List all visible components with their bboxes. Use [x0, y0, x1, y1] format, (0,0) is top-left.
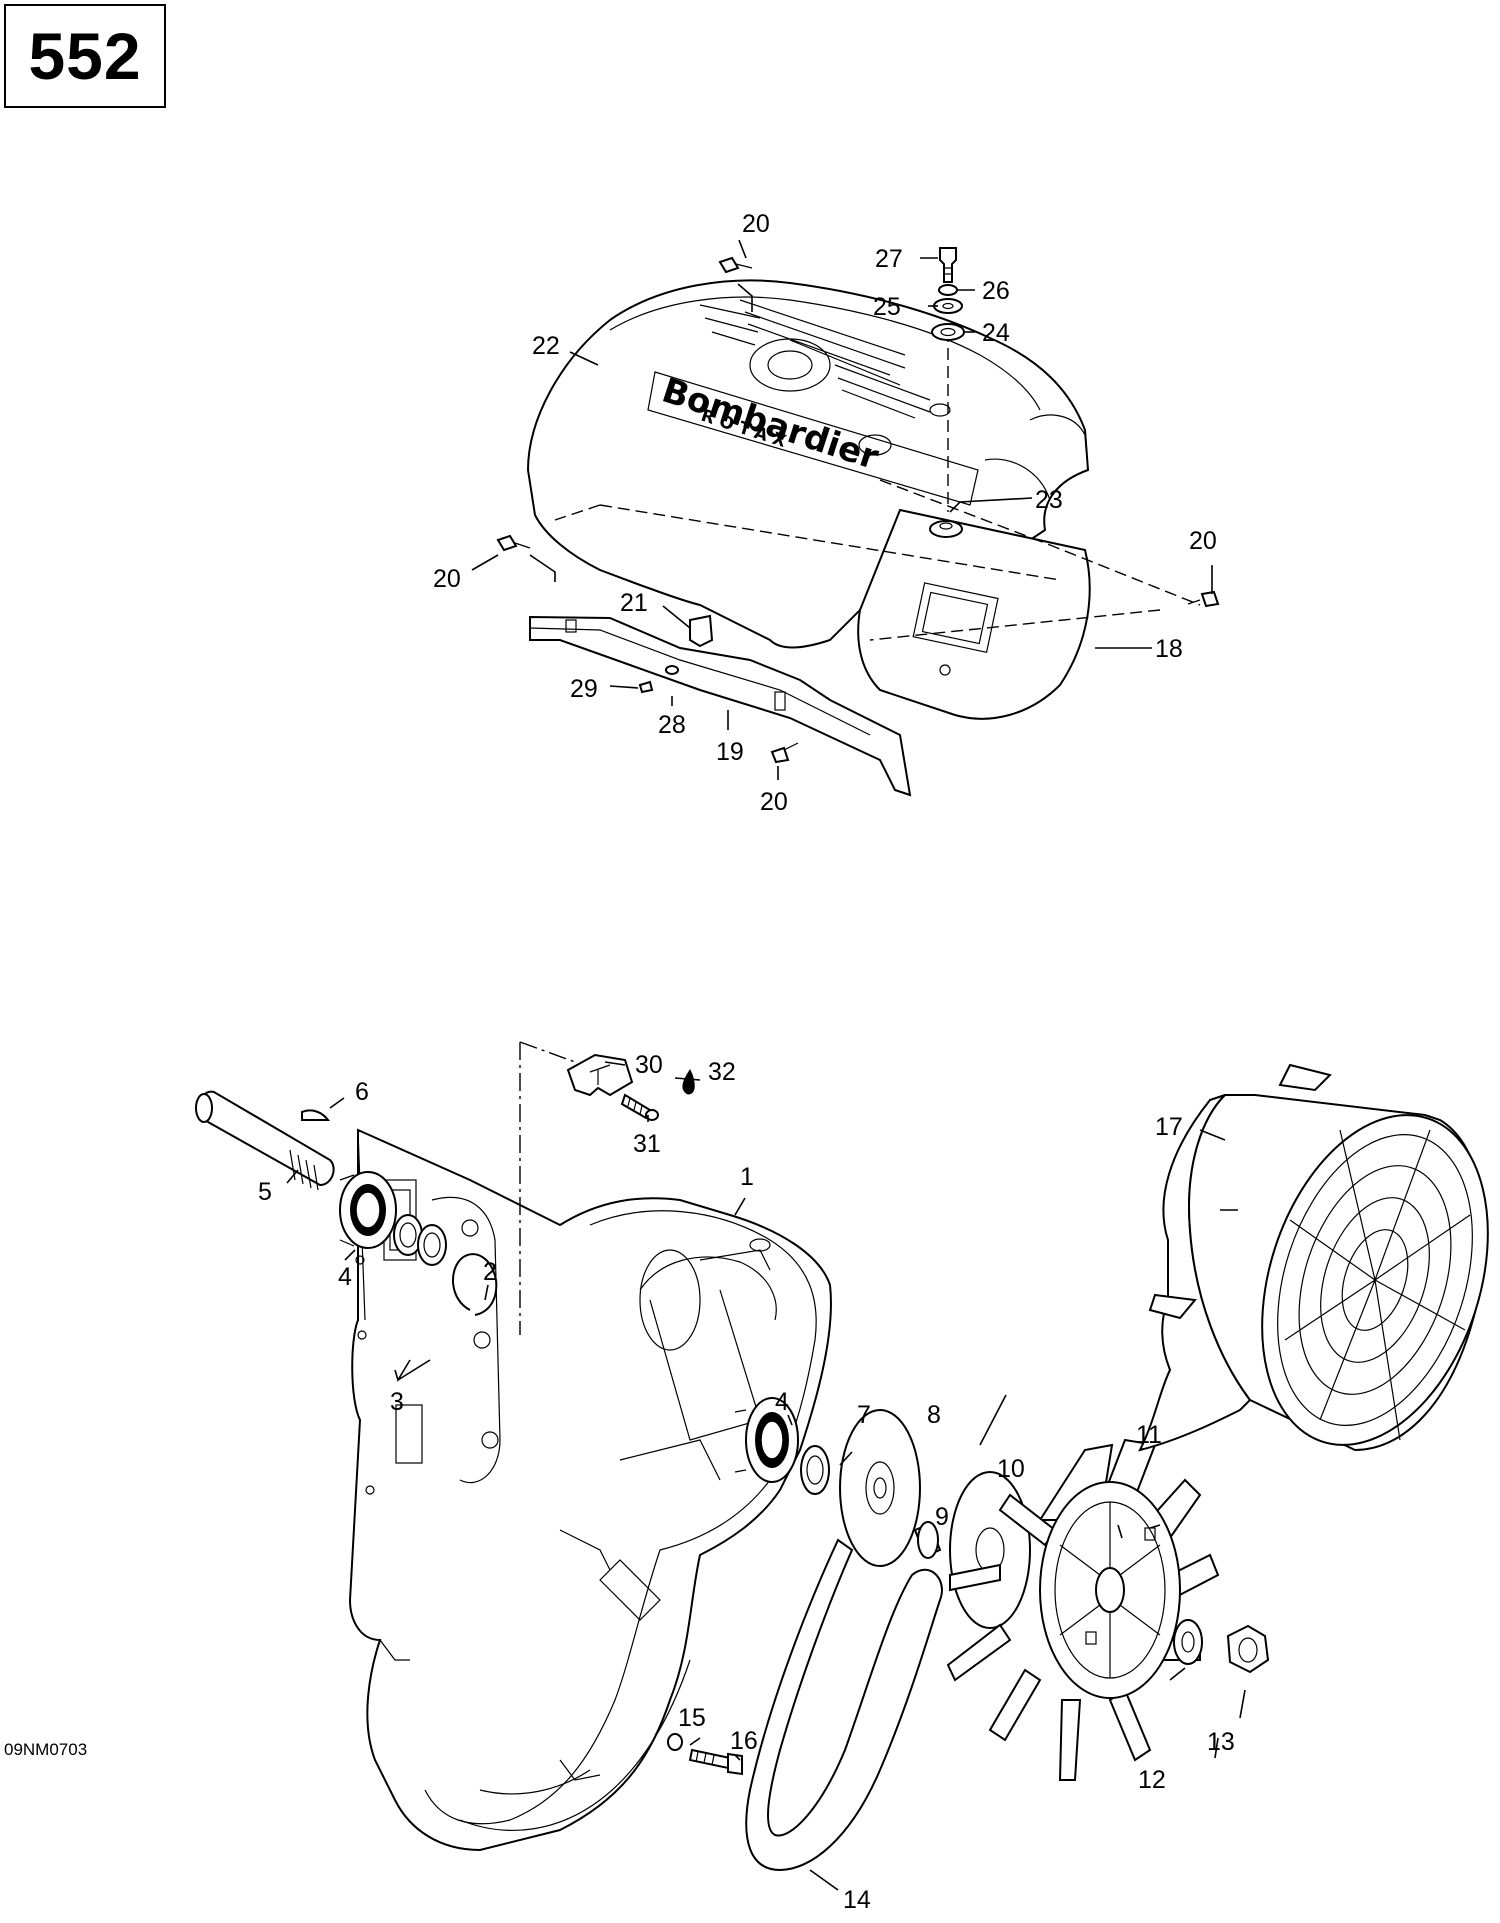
callout-15: 15 [678, 1704, 706, 1732]
callout-16: 16 [730, 1727, 758, 1755]
callout-7: 7 [857, 1401, 871, 1429]
cover-vent-slots [699, 299, 931, 419]
callout-32: 32 [708, 1058, 736, 1086]
fan-cover [1138, 1063, 1489, 1452]
support-bracket [529, 615, 912, 797]
callout-1: 1 [740, 1163, 754, 1191]
page-number: 552 [28, 19, 142, 93]
figure-reference-code: 09NM0703 [4, 1740, 88, 1759]
drive-belt [745, 1538, 943, 1872]
housing-bolt [667, 1733, 743, 1776]
callout-5: 5 [258, 1178, 272, 1206]
callout-26: 26 [982, 277, 1010, 305]
callout-13: 13 [1207, 1728, 1235, 1756]
callout-22: 22 [532, 332, 560, 360]
callout-20: 20 [760, 788, 788, 816]
rear-shroud-panel [857, 508, 1091, 720]
callout-24: 24 [982, 319, 1010, 347]
pulley-half [839, 1409, 921, 1567]
callout-6: 6 [355, 1078, 369, 1106]
callout-23: 23 [1035, 486, 1063, 514]
callout-3: 3 [390, 1388, 404, 1416]
pulley-half-outer [949, 1471, 1031, 1629]
upper-leader-lines [471, 239, 1213, 780]
callout-21: 21 [620, 589, 648, 617]
callout-19: 19 [716, 738, 744, 766]
callout-14: 14 [843, 1886, 871, 1914]
hex-nut [1226, 1624, 1270, 1674]
callout-30: 30 [635, 1051, 663, 1079]
callout-25: 25 [873, 293, 901, 321]
callout-11: 11 [1136, 1421, 1162, 1449]
callout-17: 17 [1155, 1113, 1183, 1141]
clip [689, 614, 714, 648]
cooling-fan [946, 1438, 1220, 1781]
sealant-drop-icon [682, 1069, 695, 1095]
callout-20: 20 [742, 210, 770, 238]
callout-labels: 20 27 26 25 24 22 23 20 20 21 18 29 28 1… [258, 210, 1235, 1914]
callout-20: 20 [1189, 527, 1217, 555]
page-number-box: 552 [4, 4, 166, 108]
callout-18: 18 [1155, 635, 1183, 663]
callout-4: 4 [338, 1263, 352, 1291]
upper-hardware [496, 247, 1220, 764]
fan-fasteners [1173, 1619, 1270, 1674]
shaft [198, 1090, 335, 1187]
callout-8: 8 [927, 1401, 941, 1429]
callout-2: 2 [483, 1258, 497, 1286]
callout-29: 29 [570, 675, 598, 703]
callout-31: 31 [633, 1130, 661, 1158]
cable-clamp [566, 1053, 634, 1097]
callout-27: 27 [875, 245, 903, 273]
callout-9: 9 [935, 1503, 949, 1531]
callout-20: 20 [433, 565, 461, 593]
lower-leader-lines [286, 1061, 1246, 1891]
callout-10: 10 [997, 1455, 1025, 1483]
callout-12: 12 [1138, 1766, 1166, 1794]
clamp-hardware [566, 1053, 695, 1121]
callout-28: 28 [658, 711, 686, 739]
engine-cover-assembly: Bombardier ROTAX [526, 279, 1201, 797]
callout-4: 4 [775, 1388, 789, 1416]
